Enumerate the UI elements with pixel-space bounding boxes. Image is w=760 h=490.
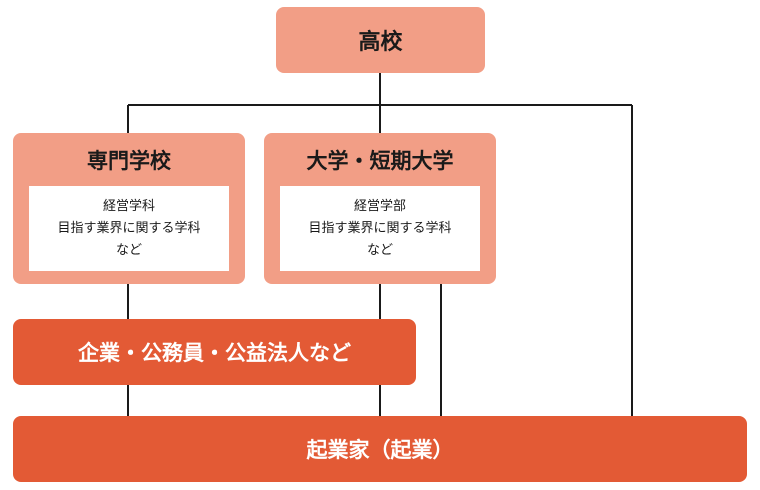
high-school-label: 高校 [358, 30, 403, 55]
employment-label: 企業・公務員・公益法人など [78, 341, 351, 365]
high-school-node: 高校 [276, 7, 485, 73]
university-detail-line: 目指す業界に関する学科 [308, 220, 452, 236]
vocational-school-details: 経営学科 目指す業界に関する学科 など [29, 186, 229, 271]
entrepreneur-node: 起業家（起業） [13, 416, 747, 482]
vocational-detail-line: など [115, 242, 142, 258]
university-node: 大学・短期大学 経営学部 目指す業界に関する学科 など [264, 133, 496, 284]
entrepreneur-label: 起業家（起業） [306, 438, 454, 462]
university-detail-line: 経営学部 [353, 198, 406, 214]
university-details: 経営学部 目指す業界に関する学科 など [280, 186, 480, 271]
vocational-school-node: 専門学校 経営学科 目指す業界に関する学科 など [13, 133, 245, 284]
vocational-detail-line: 経営学科 [102, 198, 155, 214]
vocational-detail-line: 目指す業界に関する学科 [57, 220, 201, 236]
university-label: 大学・短期大学 [306, 149, 454, 173]
university-detail-line: など [366, 242, 393, 258]
vocational-school-label: 専門学校 [87, 149, 171, 173]
employment-node: 企業・公務員・公益法人など [13, 319, 416, 385]
